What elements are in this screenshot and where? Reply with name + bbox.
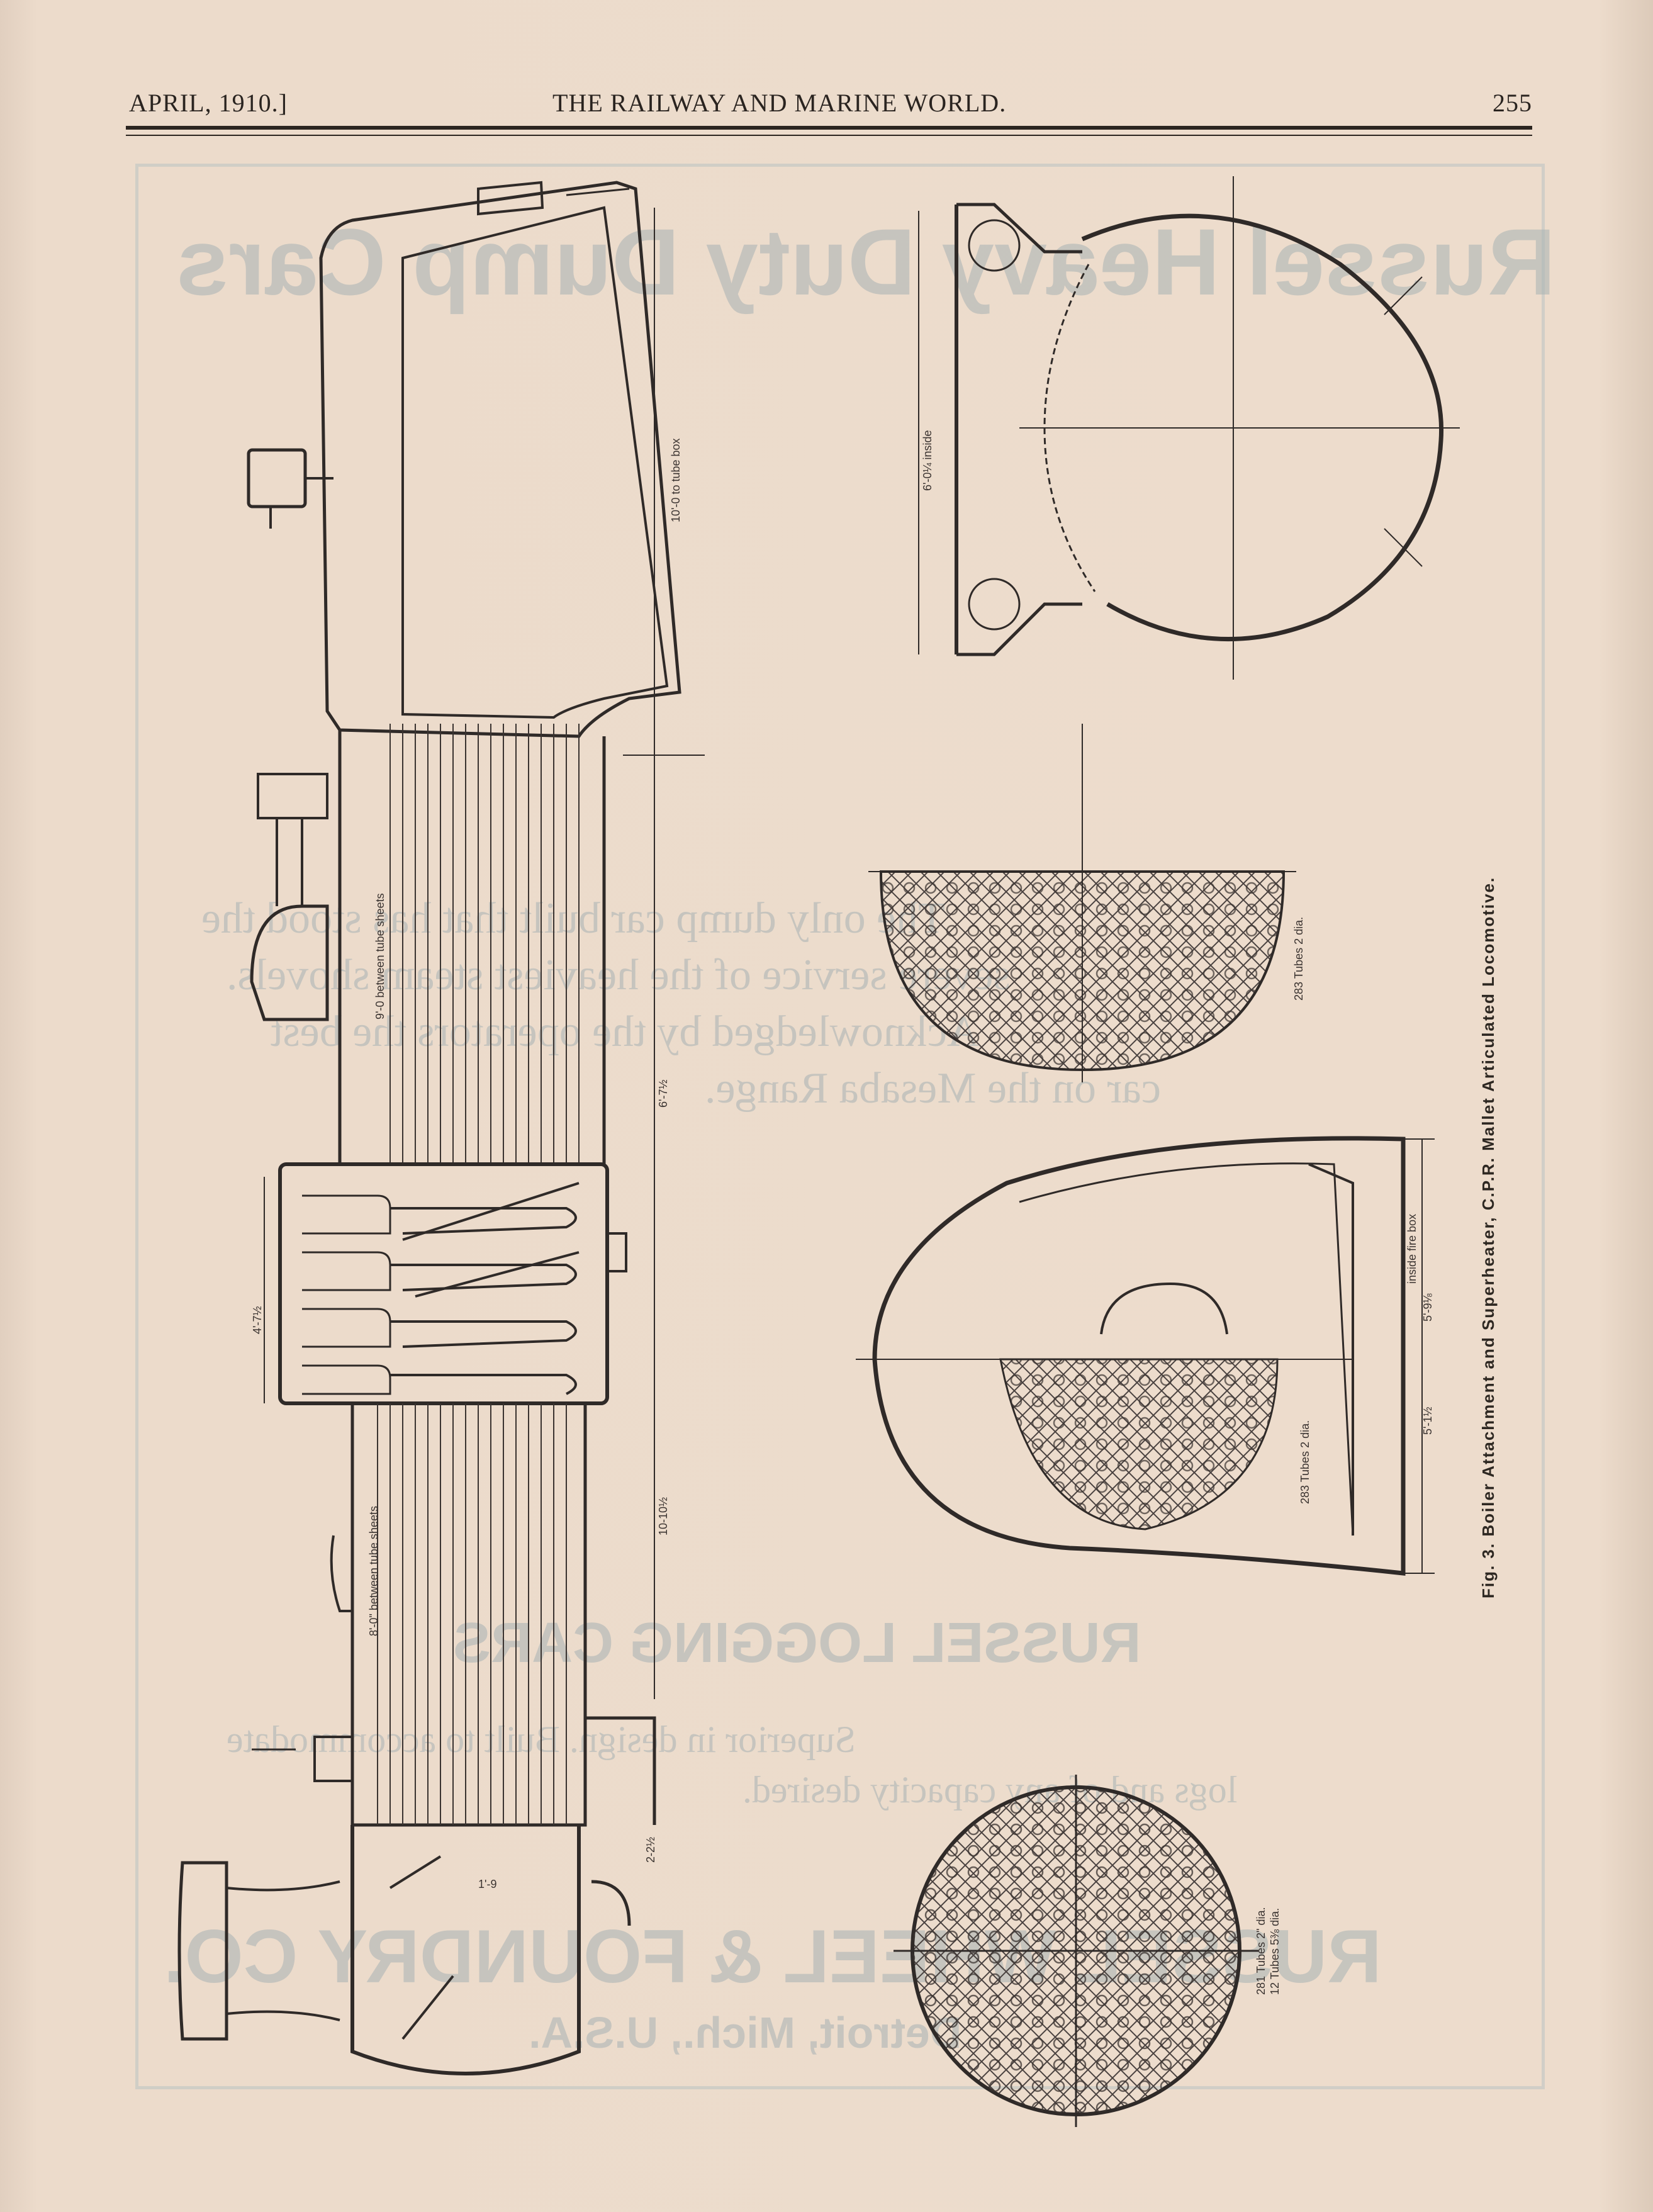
header-rule xyxy=(126,126,1532,130)
label-dim-5-1: 5'-1½ xyxy=(1421,1407,1434,1435)
label-dim-5-9: 5'-9⅛ xyxy=(1421,1293,1434,1322)
boiler-longitudinal-section xyxy=(177,181,705,2075)
firebox-side-view xyxy=(856,1136,1435,1576)
label-dim-2-2: 2-2½ xyxy=(644,1837,657,1863)
front-tube-sheet xyxy=(894,1775,1258,2127)
tube-sheet-half-view xyxy=(868,724,1296,1082)
figure-caption: Fig. 3. Boiler Attachment and Superheate… xyxy=(1479,876,1498,1598)
label-dim-4-7: 4'-7½ xyxy=(251,1306,264,1334)
label-outer-shell-dim: 10'-0 to tube box xyxy=(670,438,682,522)
firebox-end-view xyxy=(918,176,1460,680)
label-firebox-inside: 6'-0¼ inside xyxy=(921,430,934,491)
label-tube-sheets-2: 8'-0" between tube sheets xyxy=(367,1506,380,1636)
label-tubes-281: 281 Tubes 2" dia. xyxy=(1255,1907,1267,1996)
label-tube-sheets: 9'-0 between tube sheets xyxy=(374,893,386,1019)
page-number: 255 xyxy=(1493,89,1532,117)
show-through-frame xyxy=(135,164,1545,2089)
label-tubes-283-b: 283 Tubes 2 dia. xyxy=(1299,1420,1311,1504)
label-dim-10-10: 10-10½ xyxy=(657,1497,670,1535)
label-tubes-12: 12 Tubes 5⅜ dia. xyxy=(1269,1908,1281,1995)
header-rule-thin xyxy=(126,135,1532,136)
journal-title: THE RAILWAY AND MARINE WORLD. xyxy=(552,89,1007,117)
label-tubes-283-a: 283 Tubes 2 dia. xyxy=(1292,917,1305,1001)
label-dim-6-7: 6'-7½ xyxy=(657,1080,670,1108)
header-date: APRIL, 1910.] xyxy=(129,89,288,117)
label-dim-1-9: 1'-9 xyxy=(478,1878,496,1890)
label-inside-fire-box: inside fire box xyxy=(1406,1214,1418,1284)
